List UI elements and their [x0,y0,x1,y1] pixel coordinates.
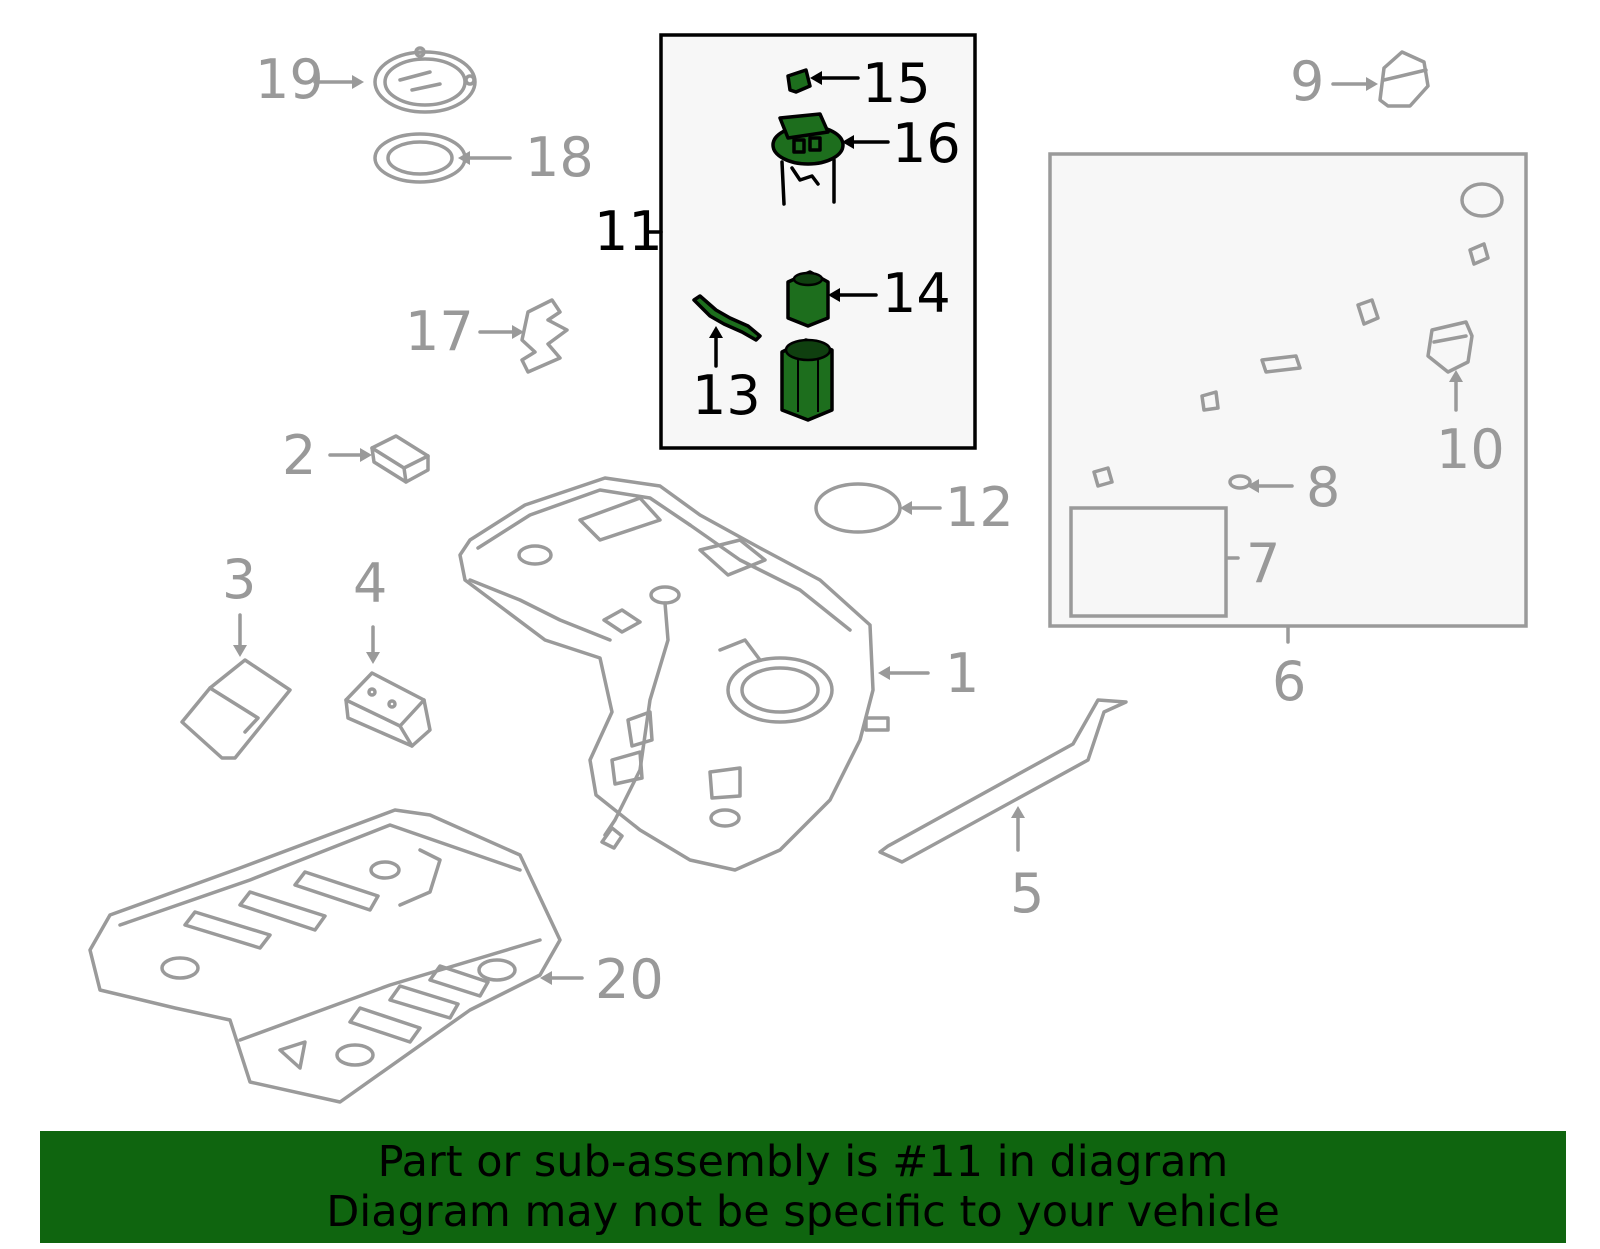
part-12-o-ring [814,482,942,534]
callout-8: 8 [1306,456,1340,519]
part-18-gasket [373,132,512,184]
callout-16: 16 [892,112,961,175]
part-2-pad [328,434,430,484]
callout-11: 11 [594,200,663,263]
banner-line-2: Diagram may not be specific to your vehi… [326,1187,1280,1237]
part-9-fuel-cap [1331,50,1430,108]
pump-strainer [780,338,834,422]
callout-13: 13 [692,364,761,427]
banner-line-1: Part or sub-assembly is #11 in diagram [377,1137,1229,1187]
info-banner: Part or sub-assembly is #11 in diagram D… [40,1131,1566,1243]
part-3-insulator [180,613,292,760]
callout-20: 20 [595,948,664,1011]
callout-14: 14 [882,262,951,325]
part-17-bracket [478,298,569,374]
part-11-fuel-pump-assembly [646,33,977,450]
callout-1: 1 [945,642,979,705]
callout-9: 9 [1290,50,1324,113]
callout-12: 12 [945,476,1014,539]
callout-10: 10 [1436,418,1505,481]
part-1-fuel-tank [458,476,930,872]
callout-3: 3 [222,548,256,611]
part-19-lock-ring [313,46,477,114]
callout-2: 2 [282,424,316,487]
callout-4: 4 [353,552,387,615]
part-4-insulator [344,625,432,748]
callout-6: 6 [1272,650,1306,713]
callout-15: 15 [862,52,931,115]
part-6-filler-pipe-group [1048,152,1528,644]
part-15-clip [786,68,860,94]
callout-18: 18 [525,126,594,189]
part-13-level-sender [692,294,762,368]
callout-7: 7 [1246,532,1280,595]
part-20-heat-shield [88,808,584,1104]
callout-17: 17 [405,300,474,363]
part-5-tank-strap [878,698,1128,864]
part-16-pump-module [771,112,890,206]
part-14-fuel-pump [786,270,878,328]
callout-5: 5 [1010,862,1044,925]
callout-19: 19 [255,48,324,111]
